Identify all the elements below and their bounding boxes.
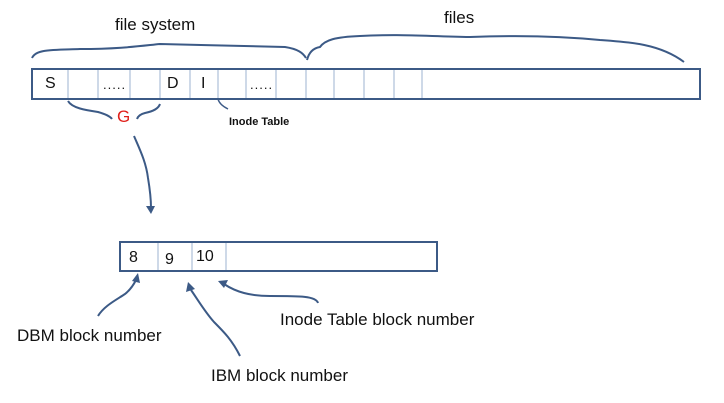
dbm-block-value: 8	[129, 249, 138, 266]
group-descriptor-dividers	[157, 243, 227, 270]
group-brace-left	[67, 100, 113, 120]
ibm-block-number-label: IBM block number	[211, 366, 348, 385]
files-brace	[306, 34, 685, 63]
group-marker: G	[117, 107, 131, 126]
inode-table-label: Inode Table	[229, 116, 290, 128]
inode-table-arrow	[223, 283, 319, 304]
dbm-block-number-label: DBM block number	[17, 326, 162, 345]
group-to-descriptor-arrow	[133, 135, 152, 209]
group-brace-right	[136, 103, 161, 120]
file-system-label: file system	[115, 15, 196, 34]
group-to-descriptor-arrowhead	[146, 206, 155, 214]
inode-table-arrowhead	[218, 280, 228, 288]
ibm-block-value: 9	[165, 251, 174, 268]
dbm-arrow	[97, 279, 137, 317]
files-label: files	[444, 8, 475, 27]
superblock-cell: S	[45, 75, 56, 92]
disk-block-strip	[31, 68, 701, 100]
disk-block-dividers	[67, 70, 423, 98]
inode-table-ellipsis: .....	[250, 77, 274, 92]
inode-bitmap-cell: I	[201, 75, 206, 92]
inode-table-pointer	[217, 98, 229, 110]
group-descriptor-box	[119, 241, 438, 272]
ibm-arrow	[190, 289, 241, 357]
group-descriptors-ellipsis: .....	[103, 77, 127, 92]
data-bitmap-cell: D	[167, 75, 179, 92]
inode-table-block-number-label: Inode Table block number	[280, 310, 475, 329]
dbm-arrowhead	[132, 273, 140, 283]
file-system-brace	[31, 42, 307, 59]
ibm-arrowhead	[186, 282, 195, 292]
inode-table-block-value: 10	[196, 248, 214, 265]
